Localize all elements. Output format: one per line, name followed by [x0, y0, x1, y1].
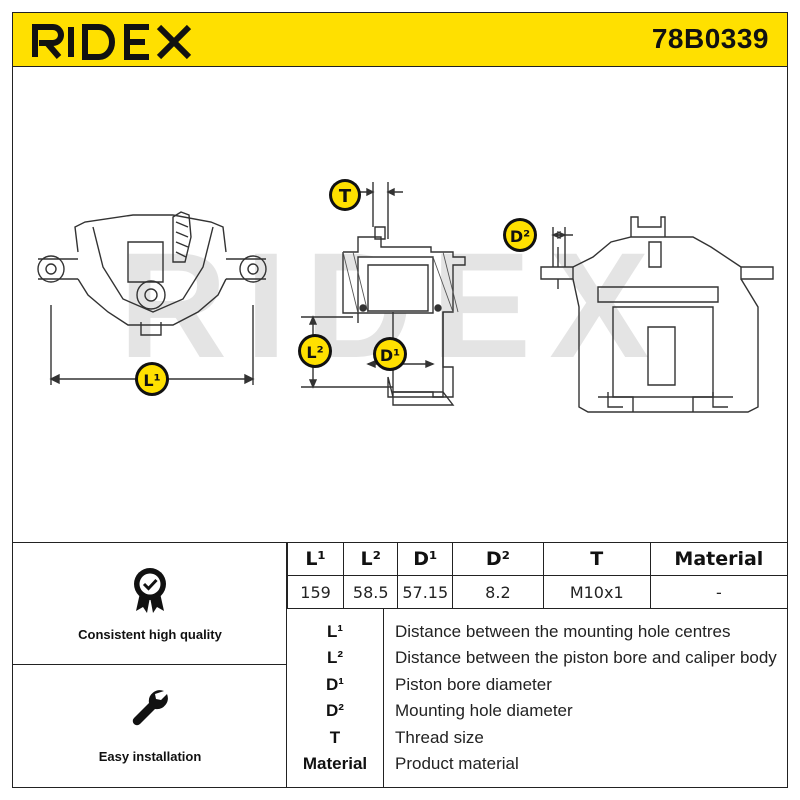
- spec-header-material: Material: [649, 543, 787, 576]
- legend-text: Thread size: [395, 728, 484, 747]
- spec-header-t: T: [542, 543, 651, 576]
- legend-symbol: T: [329, 728, 341, 747]
- callout-l1: L¹: [135, 362, 169, 396]
- specs-table: L¹ L² D¹ D² T Material 159 58.5 57.15 8.…: [286, 543, 787, 609]
- legend-text: Mounting hole diameter: [395, 701, 573, 720]
- feature-installation-label: Easy installation: [98, 749, 202, 764]
- feature-quality: Consistent high quality: [13, 543, 287, 665]
- svg-text:D²: D²: [510, 227, 530, 246]
- ridex-logo: [32, 24, 192, 60]
- quality-badge-icon: [134, 568, 166, 613]
- legend-divider: [383, 609, 384, 787]
- legend-row: Material Product material: [287, 751, 787, 777]
- wrench-icon: [132, 690, 168, 726]
- svg-text:L²: L²: [306, 343, 323, 362]
- spec-value-d2: 8.2: [452, 575, 544, 609]
- legend-symbol: Material: [302, 754, 368, 773]
- legend-row: D² Mounting hole diameter: [287, 698, 787, 724]
- callout-d2: D²: [503, 218, 537, 252]
- legend-symbol: L¹: [326, 622, 344, 641]
- legend-text: Piston bore diameter: [395, 675, 552, 694]
- spec-value-t: M10x1: [542, 575, 651, 609]
- spec-header-l1: L¹: [286, 543, 345, 576]
- caliper-side-view: [540, 216, 774, 413]
- feature-installation: Easy installation: [13, 665, 287, 787]
- technical-drawing: RIDEX: [12, 67, 788, 542]
- legend-row: D¹ Piston bore diameter: [287, 672, 787, 698]
- caliper-front-view: [37, 211, 267, 385]
- svg-text:D¹: D¹: [380, 346, 400, 365]
- spec-value-d1: 57.15: [397, 575, 454, 609]
- legend-symbol: D¹: [326, 675, 344, 694]
- legend-row: L² Distance between the piston bore and …: [287, 645, 787, 671]
- spec-value-l1: 159: [286, 575, 345, 609]
- spec-header-l2: L²: [343, 543, 399, 576]
- part-number: 78B0339: [651, 23, 769, 54]
- legend-text: Distance between the piston bore and cal…: [395, 648, 777, 667]
- legend-row: L¹ Distance between the mounting hole ce…: [287, 619, 787, 645]
- info-panel: Consistent high quality Easy installatio…: [12, 542, 788, 788]
- callout-d1: D¹: [373, 337, 407, 371]
- legend-row: T Thread size: [287, 725, 787, 751]
- header-bar: 78B0339: [12, 12, 788, 67]
- caliper-drawing: RIDEX: [37, 179, 774, 413]
- svg-text:T: T: [339, 186, 352, 207]
- spec-value-l2: 58.5: [343, 575, 399, 609]
- specs-header-row: L¹ L² D¹ D² T Material: [286, 543, 787, 576]
- legend-symbol: L²: [326, 648, 344, 667]
- feature-quality-label: Consistent high quality: [78, 627, 222, 642]
- legend-text: Distance between the mounting hole centr…: [395, 622, 731, 641]
- spec-header-d2: D²: [452, 543, 544, 576]
- spec-value-material: -: [649, 575, 787, 609]
- callout-t: T: [329, 179, 361, 211]
- legend-symbol: D²: [326, 701, 344, 720]
- spec-header-d1: D¹: [397, 543, 454, 576]
- svg-text:L¹: L¹: [143, 371, 160, 390]
- specs-value-row: 159 58.5 57.15 8.2 M10x1 -: [286, 575, 787, 609]
- callout-l2: L²: [298, 334, 332, 368]
- legend-text: Product material: [395, 754, 519, 773]
- caliper-section-view: [301, 182, 466, 406]
